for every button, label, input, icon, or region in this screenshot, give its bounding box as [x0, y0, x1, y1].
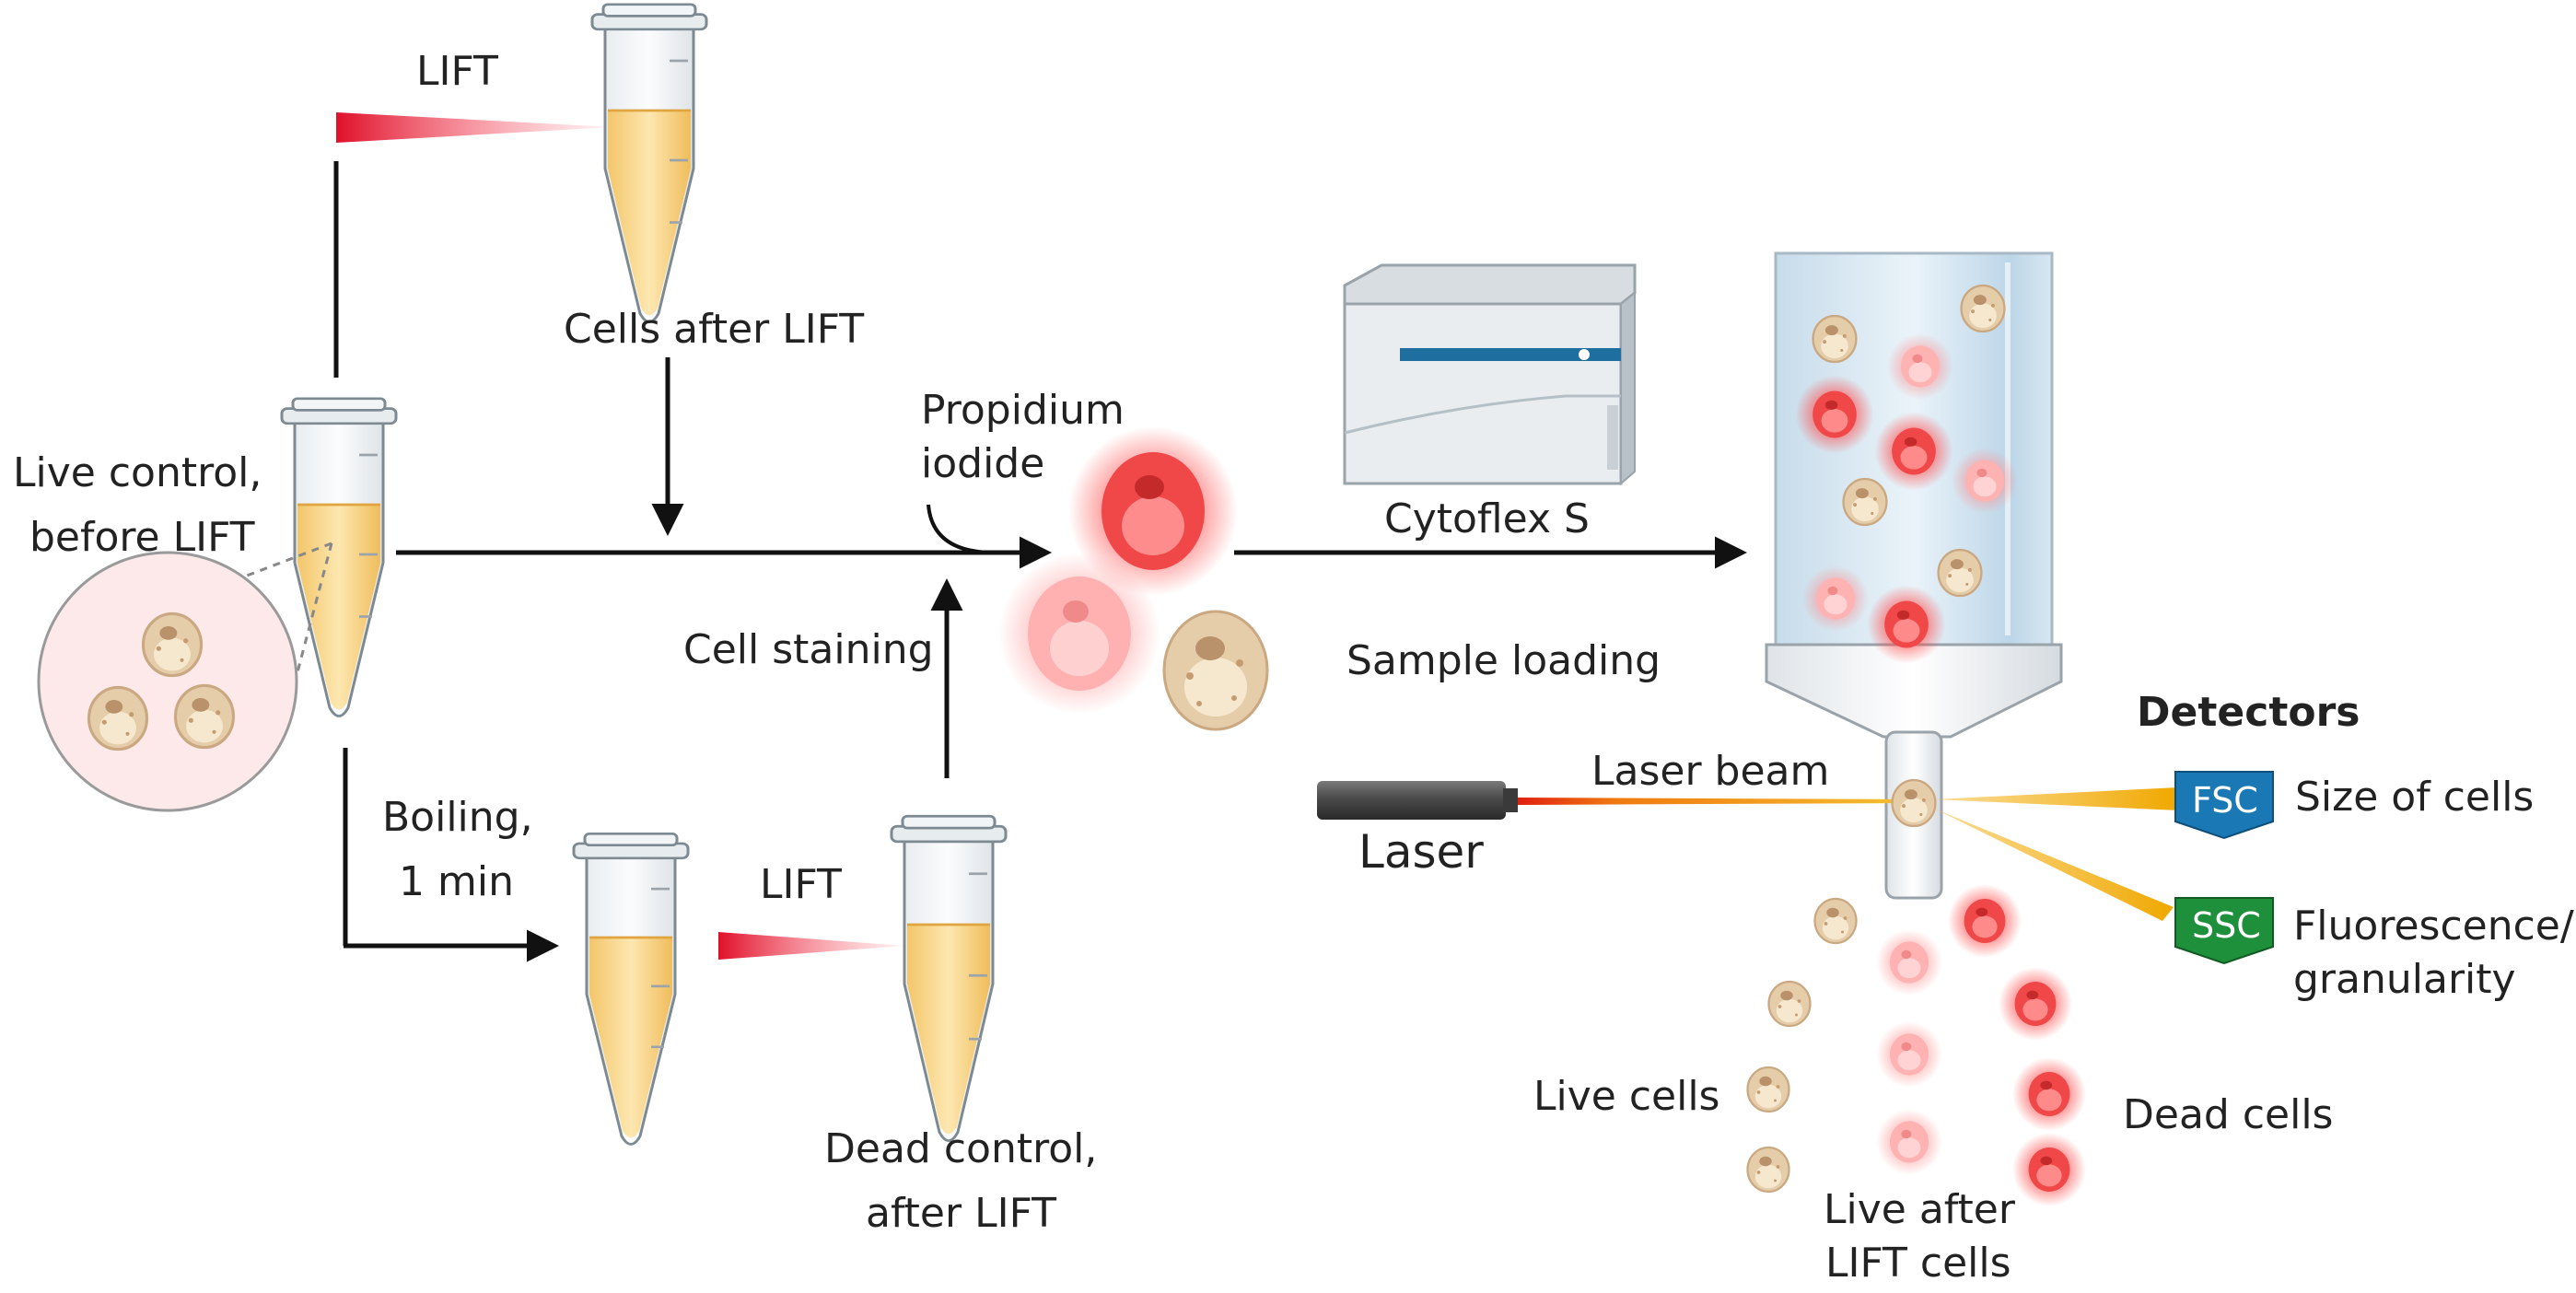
label-boiling-1: Boiling,	[382, 794, 533, 841]
stained-pale-cell	[998, 553, 1160, 715]
label-live-after-1: Live after	[1824, 1186, 2016, 1233]
label-laser-beam: Laser beam	[1591, 748, 1829, 795]
ssc-beam	[1934, 809, 2174, 921]
out-live-cell-2	[1767, 980, 1812, 1028]
label-sample-loading: Sample loading	[1346, 637, 1661, 684]
out-pale-cell-2	[1876, 1021, 1942, 1088]
label-dead-control-2: after LIFT	[866, 1190, 1056, 1237]
label-lift-top: LIFT	[416, 48, 498, 95]
label-fluorescence-1: Fluorescence/	[2293, 903, 2574, 949]
column-pale-cell-3	[1802, 565, 1869, 632]
label-live-cells: Live cells	[1533, 1073, 1719, 1120]
lift-laser-bottom	[718, 932, 904, 960]
column-dead-cell-3	[1867, 585, 1946, 664]
laser-device	[1317, 781, 1518, 820]
label-laser: Laser	[1358, 825, 1484, 879]
column-live-cell-3	[1842, 477, 1888, 527]
label-boiling-2: 1 min	[399, 858, 514, 905]
propidium-curve	[927, 504, 991, 554]
tube-dead-control	[890, 814, 1008, 1143]
label-propidium-2: iodide	[921, 440, 1044, 487]
column-dead-cell-2	[1874, 412, 1953, 491]
fsc-detector: FSC	[2174, 771, 2274, 840]
lift-laser-top	[336, 112, 612, 143]
column-live-cell-2	[1960, 284, 2006, 333]
label-size-of-cells: Size of cells	[2295, 774, 2534, 821]
tube-cells-after-lift	[590, 3, 708, 324]
out-live-cell-4	[1746, 1146, 1790, 1194]
column-dead-cell-1	[1795, 375, 1874, 454]
column-pale-cell-1	[1887, 333, 1953, 400]
out-pale-cell-3	[1876, 1109, 1942, 1175]
label-detectors: Detectors	[2137, 689, 2360, 736]
tube-boiled	[572, 832, 690, 1146]
magnified-live-cell-3	[173, 683, 236, 750]
magnified-live-cell-1	[141, 612, 204, 678]
label-cytoflex: Cytoflex S	[1384, 495, 1590, 542]
out-pale-cell-1	[1876, 929, 1942, 996]
fsc-beam	[1934, 787, 2178, 810]
label-live-after-2: LIFT cells	[1825, 1240, 2011, 1287]
label-cell-staining: Cell staining	[683, 626, 934, 673]
stained-live-cell	[1162, 610, 1269, 731]
interrogation-cell	[1891, 778, 1937, 828]
ssc-label: SSC	[2192, 905, 2261, 946]
column-pale-cell-2	[1952, 448, 2018, 514]
cytoflex-instrument	[1343, 263, 1637, 486]
out-dead-cell-3	[2012, 1057, 2086, 1131]
magnified-live-cell-2	[87, 685, 149, 751]
label-dead-cells: Dead cells	[2123, 1091, 2333, 1138]
label-propidium-1: Propidium	[921, 387, 1125, 434]
ssc-detector: SSC	[2174, 897, 2274, 965]
out-live-cell-3	[1746, 1066, 1790, 1113]
out-dead-cell-2	[1999, 967, 2072, 1041]
label-live-control-1: Live control,	[13, 449, 262, 496]
label-fluorescence-2: granularity	[2293, 956, 2516, 1003]
column-live-cell-1	[1812, 314, 1858, 364]
fsc-label: FSC	[2192, 780, 2258, 821]
laser-beam	[1518, 798, 1914, 805]
magnified-cells-circle	[37, 551, 298, 812]
column-live-cell-4	[1937, 548, 1983, 598]
label-lift-bottom: LIFT	[760, 861, 842, 908]
out-dead-cell-4	[2012, 1133, 2086, 1206]
stained-dead-cell-large	[1068, 426, 1238, 596]
out-live-cell-1	[1813, 897, 1858, 945]
out-dead-cell-1	[1948, 884, 2022, 958]
label-live-control-2: before LIFT	[29, 514, 255, 561]
label-cells-after-lift: Cells after LIFT	[564, 306, 864, 353]
label-dead-control-1: Dead control,	[824, 1125, 1097, 1172]
